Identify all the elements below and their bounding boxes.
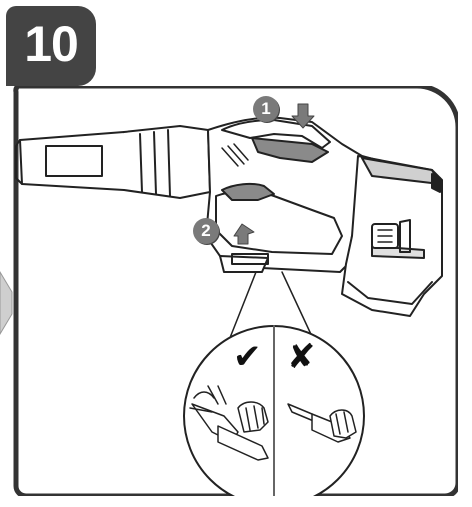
callout-2-label: 2	[201, 221, 210, 240]
nozzle-collar	[124, 126, 210, 198]
callout-1-label: 1	[261, 99, 270, 118]
step-number: 10	[6, 14, 96, 74]
blower-illustration	[12, 86, 458, 496]
callout-2: 2	[193, 218, 219, 244]
step-badge: 10	[6, 6, 110, 88]
cross-mark-icon: ✘	[287, 340, 316, 374]
nozzle-window	[46, 146, 102, 176]
check-mark-icon: ✔	[233, 340, 262, 374]
callout-1: 1	[253, 96, 279, 122]
